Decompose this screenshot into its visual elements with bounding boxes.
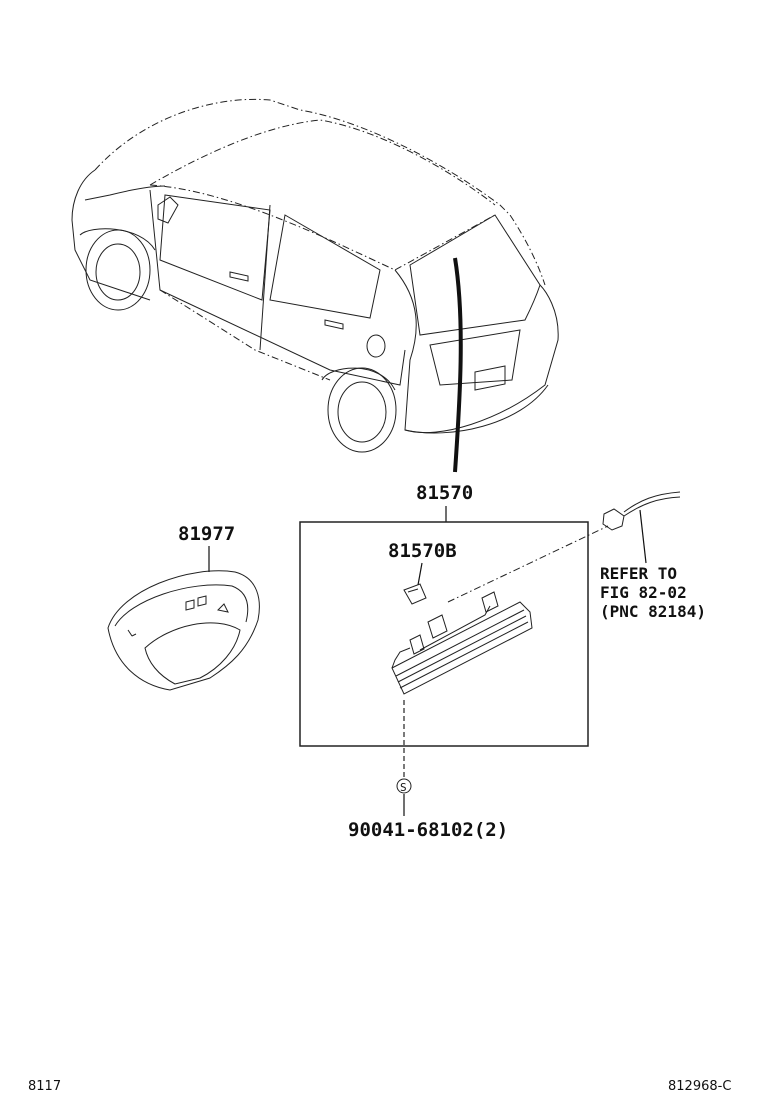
cover-illustration <box>107 570 260 691</box>
screw-symbol-letter: S <box>400 781 407 794</box>
refer-line-2: FIG 82-02 <box>600 583 687 602</box>
screw-symbol <box>396 778 412 794</box>
label-screw: 90041-68102(2) <box>348 819 508 841</box>
stop-lamp-illustration <box>391 591 533 695</box>
footer-right-code: 812968-C <box>668 1079 731 1094</box>
connector-dash-line <box>447 525 609 603</box>
footer-left-code: 8117 <box>28 1079 61 1094</box>
label-81977: 81977 <box>178 523 235 545</box>
refer-line-3: (PNC 82184) <box>600 602 706 621</box>
label-81570: 81570 <box>416 482 473 504</box>
assembly-box <box>299 521 589 747</box>
connector-plug <box>602 508 625 531</box>
label-81570b: 81570B <box>388 540 457 562</box>
car-illustration <box>71 98 559 453</box>
label-81570b-leader <box>417 562 423 586</box>
refer-leader <box>639 509 647 564</box>
car-leader-line <box>453 257 463 473</box>
clip-part <box>403 583 427 605</box>
refer-line-1: REFER TO <box>600 564 677 583</box>
